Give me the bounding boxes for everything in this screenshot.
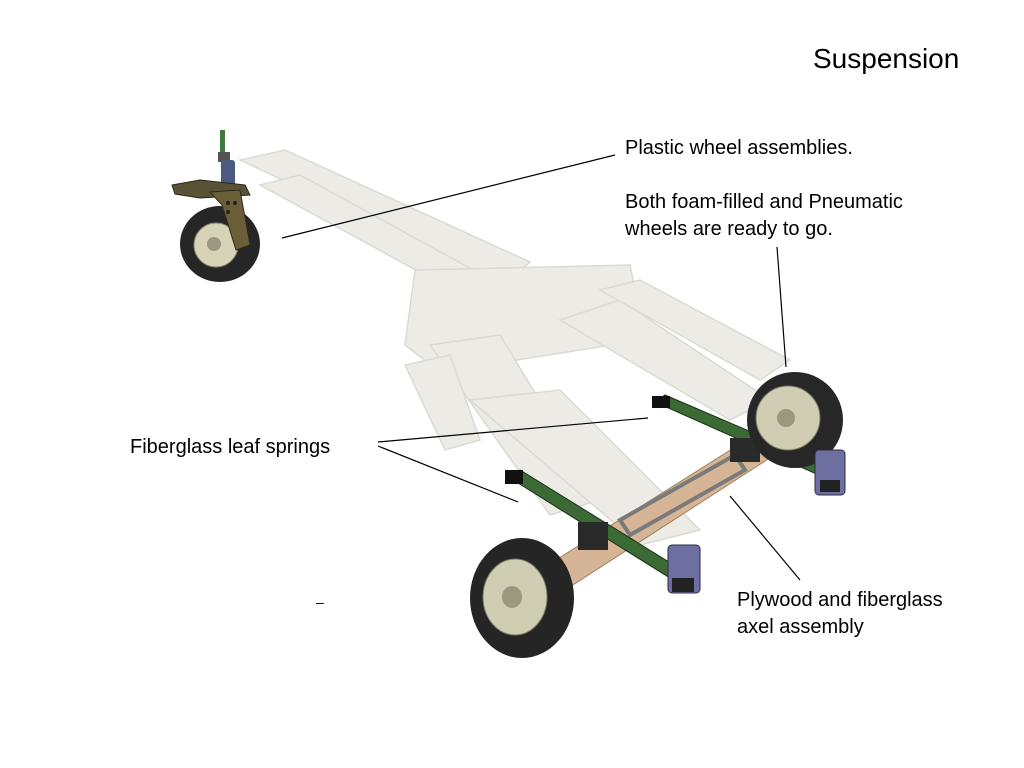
leader-line-leaf-lower — [377, 445, 519, 503]
caster-wheel-assembly — [171, 130, 260, 282]
leader-line-caster — [281, 154, 616, 239]
front-wheel-left — [470, 538, 701, 658]
wheel-assemblies-description-line2: wheels are ready to go. — [625, 218, 833, 240]
leader-lines — [281, 154, 801, 581]
axel-assembly-label-line2: axel assembly — [737, 616, 864, 638]
axel-assembly-label-line1: Plywood and fiberglass — [737, 589, 943, 611]
rear-wheel-right — [747, 372, 846, 496]
wheel-assemblies-label: Plastic wheel assemblies. — [625, 137, 853, 159]
leader-line-leaf-upper — [377, 417, 649, 443]
wheel-assemblies-description-line1: Both foam-filled and Pneumatic — [625, 191, 903, 213]
leader-line-axel — [729, 495, 801, 581]
slide-title: Suspension — [813, 43, 960, 74]
leaf-springs-label: Fiberglass leaf springs — [130, 436, 331, 458]
leader-line-wheel — [776, 246, 787, 368]
stray-dash-mark: – — [316, 594, 324, 610]
